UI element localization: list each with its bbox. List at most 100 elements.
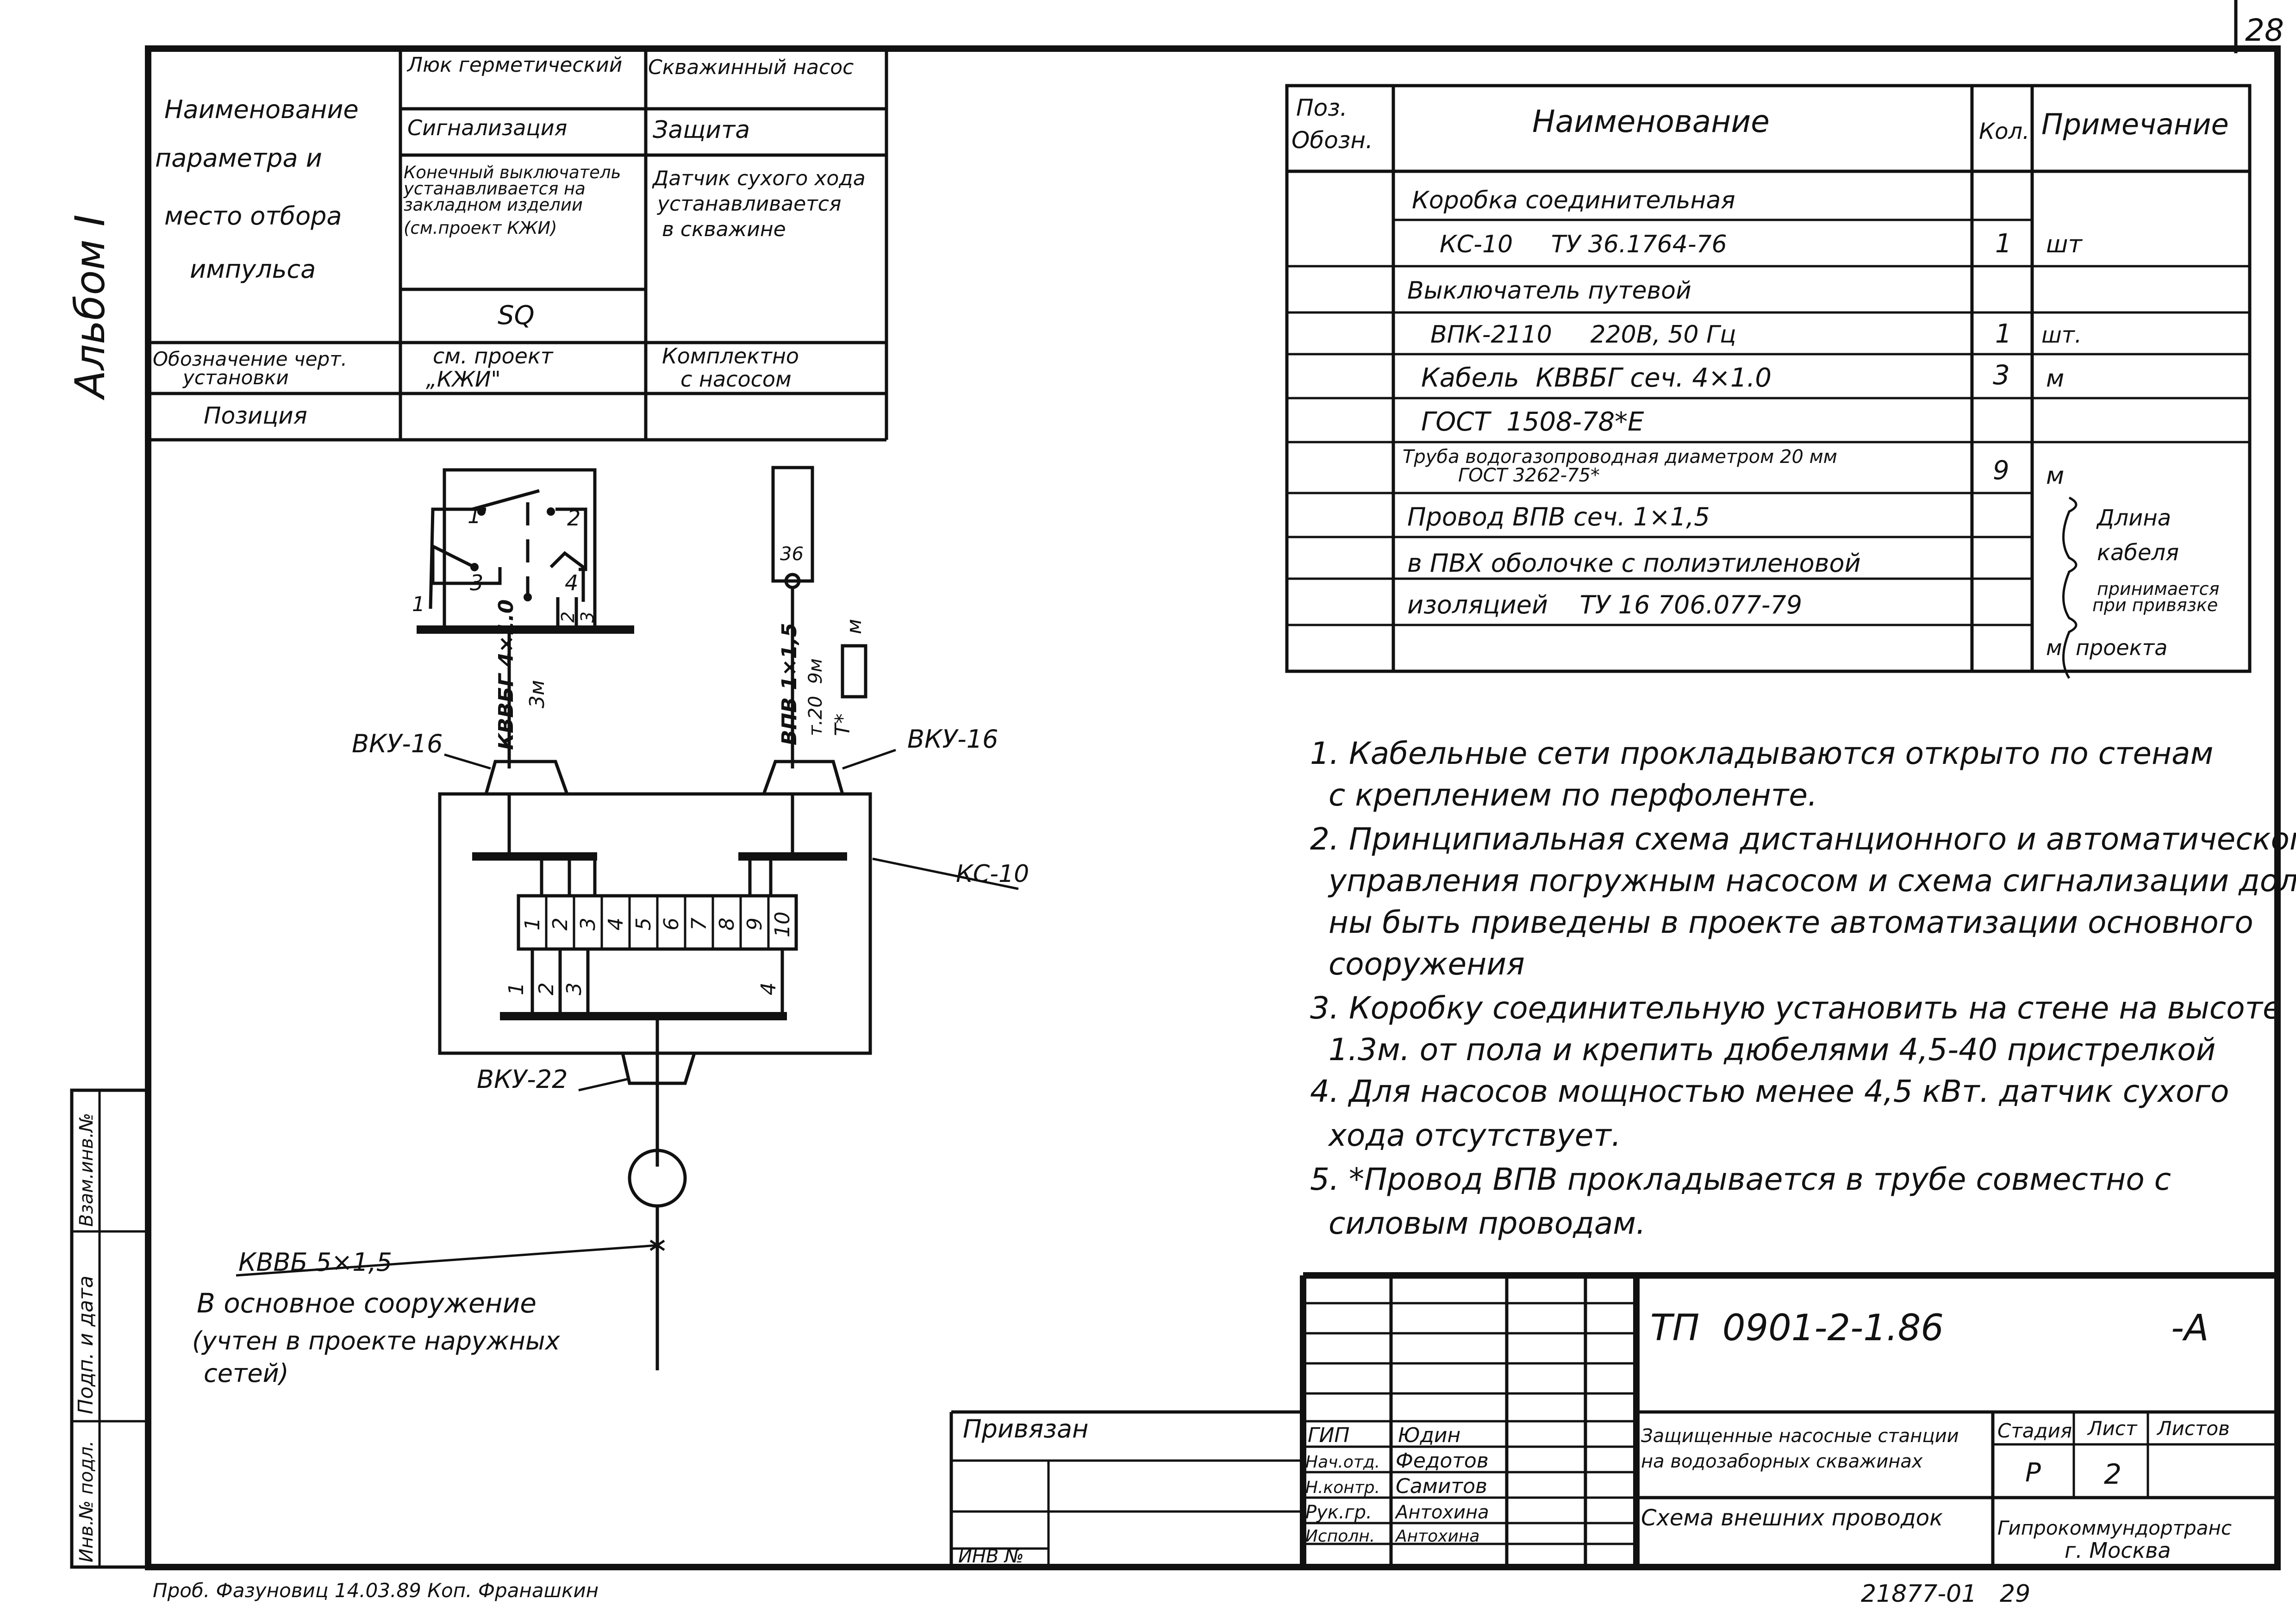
spec-row-4-qty: 3 — [1993, 359, 2010, 391]
terminal-3: 3 — [576, 918, 600, 931]
role-4: Исполн. — [1305, 1527, 1375, 1546]
contact-2-node — [547, 507, 555, 516]
terminal-2: 2 — [549, 918, 572, 931]
spec-row-6-name: Труба водогазопроводная диаметром 20 мм … — [1403, 446, 1843, 486]
stage-value: Р — [2025, 1458, 2041, 1488]
spec-row-6-qty: 9 — [1993, 456, 2009, 486]
role-2: Н.контр. — [1305, 1478, 1380, 1497]
terminal-7: 7 — [687, 918, 711, 931]
sensor-terminal — [784, 573, 801, 589]
spec-row-8-note: кабеля — [2097, 540, 2179, 566]
terminal-4: 4 — [604, 918, 628, 931]
spec-row-0-name: Коробка соединительная — [1412, 187, 1735, 214]
album-label: Альбом I — [66, 214, 114, 400]
archive-number: 21877-01 — [1861, 1580, 1977, 1608]
spec-row-3-note: шт. — [2041, 322, 2082, 348]
note-line-8: 4. Для насосов мощностью менее 4,5 кВт. … — [1310, 1074, 2229, 1109]
col2-sensor: Датчик сухого хода устанавливается в скв… — [652, 167, 872, 241]
col1-sensor: Конечный выключатель устанавливается на … — [403, 162, 626, 238]
note-line-6: 3. Коробку соединительную установить на … — [1310, 990, 2282, 1026]
spec-row-1-qty: 1 — [1995, 229, 2012, 259]
gland-left-label: ВКУ-16 — [352, 729, 443, 758]
terminal-6: 6 — [660, 918, 683, 931]
contact-label-2: 2 — [567, 506, 580, 531]
spec-row-1-note: шт — [2046, 231, 2083, 258]
spec-header-note: Примечание — [2041, 107, 2229, 141]
contact-label-4: 4 — [565, 570, 578, 595]
note-line-0: 1. Кабельные сети прокладываются открыто… — [1310, 736, 2213, 771]
sheet-title: Схема внешних проводок — [1641, 1505, 1943, 1531]
sheets-label: Листов — [2156, 1417, 2230, 1440]
terminal-1: 1 — [521, 918, 544, 931]
out-cable-label: КВВБ 5×1,5 — [238, 1248, 392, 1277]
out-note-1: В основное сооружение — [197, 1287, 537, 1319]
note-line-11: силовым проводам. — [1329, 1206, 1646, 1241]
doc-suffix: -А — [2171, 1307, 2209, 1349]
stage-label: Стадия — [1997, 1419, 2072, 1442]
gland-right-label: ВКУ-16 — [907, 725, 998, 754]
note-line-10: 5. *Провод ВПВ прокладывается в трубе со… — [1310, 1162, 2171, 1197]
bound-label: Привязан — [963, 1414, 1088, 1443]
specification-table: Поз. Обозн. Наименование Кол. Примечание… — [1285, 84, 2252, 679]
terminal-5: 5 — [632, 918, 655, 931]
right-mark-m: м — [842, 619, 866, 634]
check-note: Проб. Фазуновиц 14.03.89 Коп. Франашкин — [153, 1579, 599, 1602]
bottom-lead-4: 4 — [757, 982, 780, 995]
side-stamp-signature: Подп. и дата — [74, 1275, 98, 1414]
note-line-4: ны быть приведены в проекте автоматизаци… — [1329, 905, 2253, 940]
bottom-lead-3: 3 — [562, 982, 586, 995]
col1-name: Люк герметический — [406, 53, 622, 77]
spec-row-5-name: ГОСТ 1508-78*Е — [1421, 407, 1644, 437]
spec-header-pos: Поз. Обозн. — [1292, 94, 1373, 154]
spec-row-9-name: изоляцией ТУ 16 706.077-79 — [1407, 590, 1802, 619]
name-0: Юдин — [1398, 1424, 1460, 1447]
contact-4-node — [524, 593, 532, 601]
title-block: Привязан ИНВ № ГИП Юдин Нач.отд. Федотов… — [949, 1272, 2277, 1567]
length-brace — [2062, 496, 2078, 679]
role-1: Нач.отд. — [1305, 1453, 1380, 1472]
name-2: Самитов — [1396, 1474, 1487, 1498]
role-0: ГИП — [1308, 1424, 1350, 1447]
archive-sheet: 29 — [2000, 1580, 2030, 1608]
note-line-7: 1.3м. от пола и крепить дюбелями 4,5-40 … — [1329, 1032, 2216, 1068]
spec-row-3-name: ВПК-2110 220В, 50 Гц — [1430, 321, 1736, 349]
pipe-symbol — [841, 644, 867, 699]
name-3: Антохина — [1394, 1502, 1489, 1523]
left-cable-label: КВВБГ 4×1.0 — [494, 600, 518, 750]
spec-row-4-name: Кабель КВВБГ сеч. 4×1.0 — [1421, 363, 1772, 393]
bottom-lead-1: 1 — [505, 982, 528, 995]
project-title: Защищенные насосные станции на водозабор… — [1641, 1425, 1965, 1472]
sheet-frame — [145, 45, 2281, 1570]
col1-signal: Сигнализация — [407, 115, 567, 140]
notes-block: 1. Кабельные сети прокладываются открыто… — [1310, 736, 2296, 1241]
contact-3-node — [470, 563, 479, 571]
note-line-9: хода отсутствует. — [1328, 1118, 1621, 1153]
col2-name: Скважинный насос — [648, 56, 854, 79]
spec-row-3-qty: 1 — [1995, 319, 2012, 349]
param-header-label: Наименование параметра и место отбора им… — [155, 95, 367, 284]
spec-row-1-name: КС-10 ТУ 36.1764-76 — [1440, 231, 1727, 258]
terminal-10: 10 — [771, 912, 794, 937]
side-stamp-inv: Инв.№ подл. — [76, 1441, 97, 1562]
sensor-number: 36 — [780, 543, 804, 565]
gland-left-symbol — [484, 760, 569, 795]
doc-code: ТП 0901-2-1.86 — [1650, 1307, 1944, 1349]
out-note-3: сетей) — [204, 1359, 289, 1388]
spec-row-10-note: м проекта — [2046, 635, 2167, 660]
right-mark-t: Т* — [831, 713, 855, 736]
spec-row-7-name: Провод ВПВ сеч. 1×1,5 — [1407, 502, 1710, 531]
name-1: Федотов — [1396, 1449, 1489, 1473]
note-line-5: сооружения — [1329, 946, 1525, 982]
side-stamp-replaced: Взам.инв.№ — [76, 1113, 97, 1227]
junction-box-label: КС-10 — [956, 860, 1029, 888]
right-cable-label: ВПВ 1×1,5 — [778, 623, 801, 745]
wiring-diagram: 1 2 3 4 1 2 3 36 КВВБГ 4×1.0 3м ВПВ 1×1,… — [192, 466, 1029, 1388]
lead-label-2: 2 — [558, 612, 578, 623]
col2-signal: Защита — [653, 116, 750, 144]
spec-row-2-name: Выключатель путевой — [1407, 277, 1691, 305]
sheet-number: 28 — [2245, 12, 2284, 48]
sheet-value: 2 — [2104, 1458, 2121, 1491]
terminal-9: 9 — [743, 918, 767, 931]
junction-box — [438, 792, 872, 1055]
note-line-3: управления погружным насосом и схема сиг… — [1328, 863, 2296, 899]
